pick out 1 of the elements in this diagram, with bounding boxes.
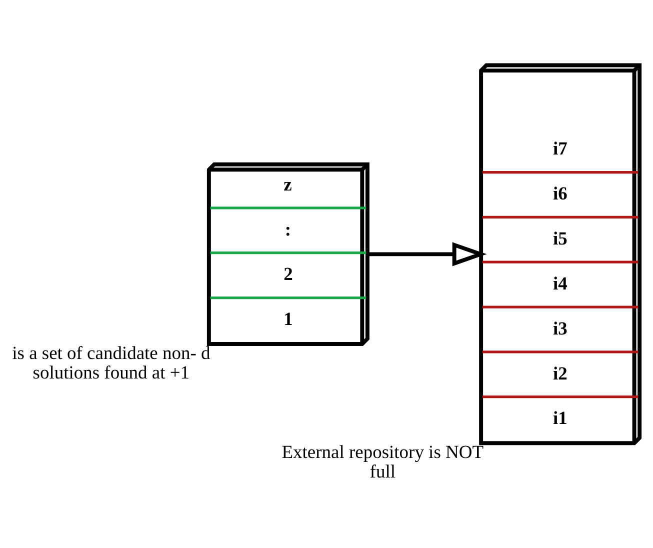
arrow xyxy=(367,242,487,266)
